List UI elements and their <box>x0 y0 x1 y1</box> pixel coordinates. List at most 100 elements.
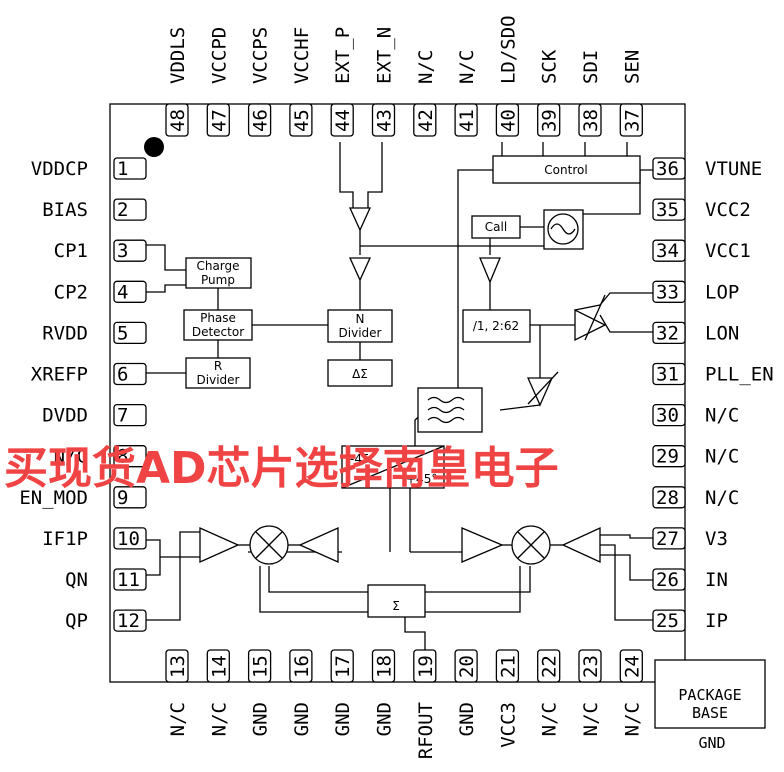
pin-number: 3 <box>117 240 128 262</box>
pin-name: GND <box>291 702 313 736</box>
pin-name: LOP <box>705 281 739 303</box>
pin-pad-right <box>652 403 686 427</box>
pin-pad-left <box>113 321 147 345</box>
pin-name: IP <box>705 610 728 632</box>
sum-block: Σ <box>367 584 426 618</box>
watermark-text: 买现货AD芯片选择南皇电子 <box>4 443 559 494</box>
pin-number: 13 <box>167 655 189 678</box>
pin-pad-left <box>113 239 147 262</box>
pin-number: 21 <box>497 655 519 678</box>
pin-number: 37 <box>621 109 643 132</box>
pin-name: SCK <box>539 49 561 84</box>
pin-name: DVDD <box>42 405 88 427</box>
pin-name: N/C <box>456 50 478 84</box>
pin1-marker <box>144 137 164 157</box>
chip-outline <box>109 103 686 683</box>
pin-pad-top <box>289 103 313 137</box>
pin-name: LON <box>705 322 739 344</box>
pin-name: CP2 <box>54 281 88 303</box>
pin-number: 28 <box>656 487 679 509</box>
pin-number: 8 <box>117 446 128 468</box>
pin-name: N/C <box>208 702 230 736</box>
delta-sigma-block: ΔΣ <box>327 359 393 387</box>
pin-pad-top <box>247 103 272 137</box>
pin-number: 6 <box>117 364 128 386</box>
pin-name: RFOUT <box>415 702 437 759</box>
pin-number: 35 <box>656 199 679 221</box>
pin-number: 16 <box>291 655 313 678</box>
filter-block <box>417 387 483 433</box>
pin-name: GND <box>332 702 354 736</box>
pin-number: 9 <box>117 487 128 509</box>
pin-name: SEN <box>621 50 643 84</box>
pin-name: GND <box>456 702 478 736</box>
pin-name: N/C <box>705 446 739 468</box>
pin-pad-left <box>113 198 147 221</box>
pin-number: 10 <box>117 528 140 550</box>
pin-number: 26 <box>656 569 679 591</box>
pin-pad-left <box>113 486 147 509</box>
pin-name: LD/SDO <box>497 15 519 84</box>
svg-text:Divider: Divider <box>339 326 382 340</box>
pin-name: VCCPS <box>250 27 272 84</box>
n-divider-block: N Divider <box>327 309 393 343</box>
pin-name: N/C <box>167 702 189 736</box>
charge-pump-block: Charge Pump <box>185 257 252 289</box>
pin-pad-top <box>371 103 396 137</box>
pin-number: 1 <box>117 158 128 180</box>
amplifiers <box>199 207 607 564</box>
pin-name: VCC3 <box>497 702 519 748</box>
pin-number: 7 <box>117 405 128 427</box>
pin-number: 44 <box>332 109 354 132</box>
svg-text:Charge: Charge <box>196 259 239 273</box>
pin-number: 42 <box>415 109 437 132</box>
mixers <box>249 525 551 565</box>
pin-pad-right <box>652 321 686 345</box>
svg-text:Phase: Phase <box>200 311 236 325</box>
pin-pad-top <box>619 103 643 137</box>
top-pins: 48VDDLS47VCCPD46VCCPS45VCCHF44EXT_P43EXT… <box>165 15 643 137</box>
pin-pad-bottom <box>495 649 520 683</box>
pin-number: 15 <box>250 655 272 678</box>
pin-number: 2 <box>117 199 128 221</box>
pin-pad-top <box>454 103 478 137</box>
pin-number: 27 <box>656 528 679 550</box>
pin-number: 40 <box>497 109 519 132</box>
pin-number: 36 <box>656 158 679 180</box>
svg-text:Divider: Divider <box>197 373 240 387</box>
pin-name: CP1 <box>54 240 88 262</box>
package-base-line2: BASE <box>692 704 728 722</box>
internal-wiring <box>146 142 653 650</box>
pin-name: IF1P <box>42 528 88 550</box>
pin-number: 33 <box>656 281 679 303</box>
pin-number: 18 <box>374 655 396 678</box>
pin-name: VCCHF <box>291 27 313 84</box>
pin-pad-bottom <box>371 649 396 683</box>
left-pins: 1VDDCP2BIAS3CP14CP25RVDD6XREFP7DVDD8N/C9… <box>19 157 147 632</box>
pin-number: 23 <box>580 655 602 678</box>
pin-pad-bottom <box>578 649 602 683</box>
pin-pad-right <box>652 486 686 509</box>
pin-number: 20 <box>456 655 478 678</box>
pin-pad-top <box>165 103 189 137</box>
pin-pad-right <box>652 157 686 180</box>
pin-number: 41 <box>456 109 478 132</box>
pin-pad-left <box>113 527 147 550</box>
svg-text:R: R <box>214 359 222 373</box>
pin-name: GND <box>374 702 396 736</box>
pin-number: 19 <box>415 655 437 678</box>
pin-pad-right <box>652 239 686 262</box>
pin-number: 47 <box>208 109 230 132</box>
pin-number: 29 <box>656 446 679 468</box>
pin-pad-top <box>413 103 437 137</box>
svg-text:/1, 2:62: /1, 2:62 <box>473 319 519 333</box>
pin-name: N/C <box>539 702 561 736</box>
pin-name: N/C <box>54 446 88 468</box>
svg-text:N: N <box>356 312 365 326</box>
svg-text:+45°: +45° <box>406 472 437 486</box>
package-gnd-label: GND <box>698 734 725 752</box>
pin-name: VTUNE <box>705 158 762 180</box>
pin-pad-left <box>113 157 147 180</box>
